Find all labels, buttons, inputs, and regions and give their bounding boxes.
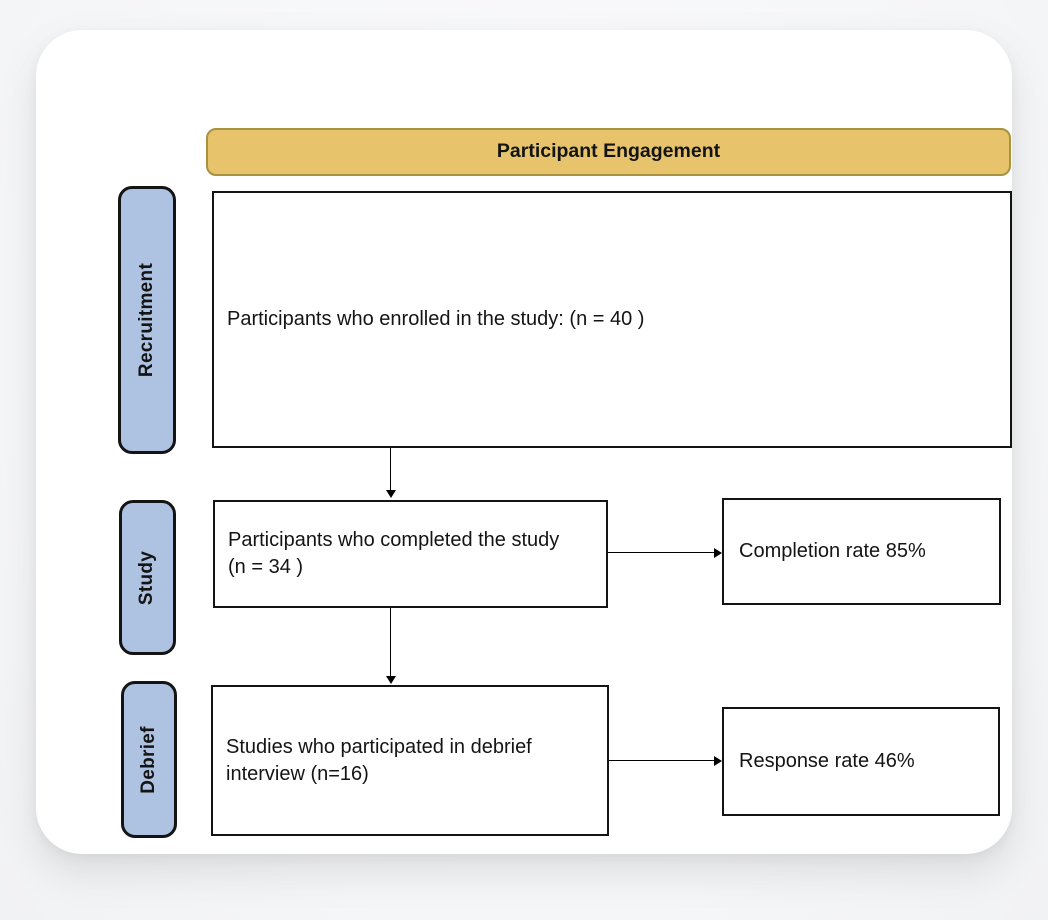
flow-box-enrolled: Participants who enrolled in the study: …: [212, 191, 1012, 448]
outcome-box-completion-rate: Completion rate 85%: [722, 498, 1001, 605]
stage-label-recruitment-text: Recruitment: [136, 262, 157, 378]
outcome-box-response-rate: Response rate 46%: [722, 707, 1000, 816]
outcome-box-completion-rate-text: Completion rate 85%: [739, 540, 926, 562]
arrow-completed-to-completion-rate: [608, 552, 715, 553]
arrowhead-down-icon: [386, 676, 396, 684]
flow-box-completed: Participants who completed the study (n …: [213, 500, 608, 608]
arrowhead-right-icon: [714, 756, 722, 766]
stage-label-debrief: Debrief: [121, 681, 177, 838]
arrowhead-right-icon: [714, 548, 722, 558]
flow-box-completed-text: Participants who completed the study (n …: [228, 529, 560, 578]
flow-box-enrolled-text: Participants who enrolled in the study: …: [227, 308, 645, 330]
arrow-enrolled-to-completed: [390, 448, 391, 491]
outcome-box-response-rate-text: Response rate 46%: [739, 750, 915, 772]
stage-label-recruitment: Recruitment: [118, 186, 176, 454]
arrow-debrief-to-response-rate: [609, 760, 715, 761]
stage-label-study-text: Study: [136, 550, 158, 605]
arrow-completed-to-debrief: [390, 608, 391, 677]
flow-box-debrief-interview-text: Studies who participated in debrief inte…: [226, 735, 532, 785]
diagram-card: Participant Engagement Recruitment Study…: [36, 30, 1012, 854]
flow-box-debrief-interview: Studies who participated in debrief inte…: [211, 685, 609, 836]
stage-label-study: Study: [119, 500, 176, 655]
diagram-title-banner: Participant Engagement: [206, 128, 1011, 176]
stage-label-debrief-text: Debrief: [138, 725, 159, 794]
arrowhead-down-icon: [386, 490, 396, 498]
diagram-title: Participant Engagement: [496, 142, 721, 162]
